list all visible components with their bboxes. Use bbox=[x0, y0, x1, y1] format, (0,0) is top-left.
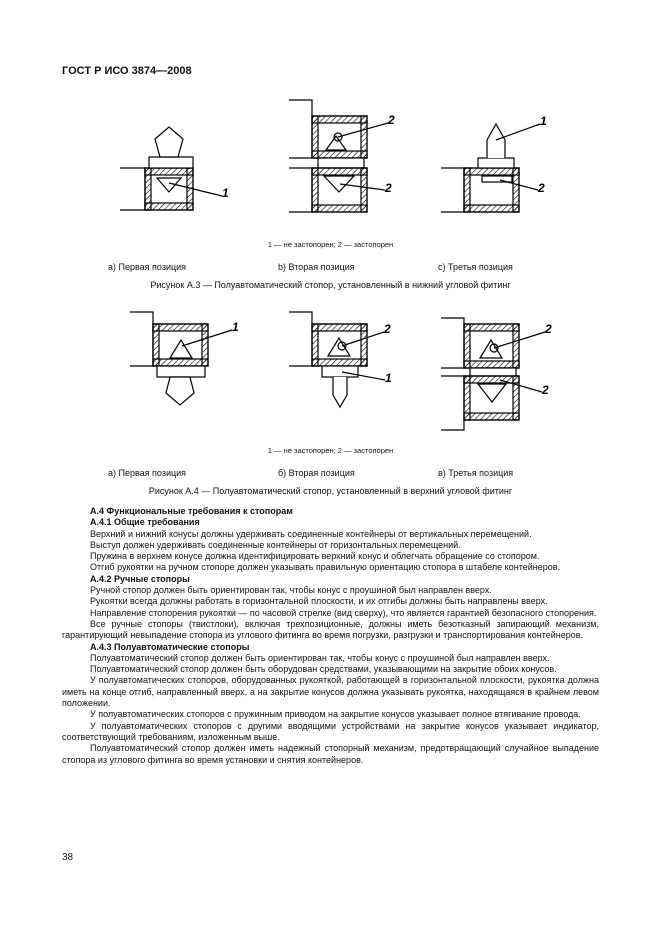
paragraph: Полуавтоматический стопор должен быть ор… bbox=[90, 652, 550, 663]
section-heading: А.4 Функциональные требования к стопорам bbox=[90, 506, 293, 516]
callout: 1 bbox=[222, 186, 229, 200]
callout: 2 bbox=[537, 181, 545, 195]
callout: 2 bbox=[541, 383, 549, 397]
figure-a3-legend: 1 — не застопорен; 2 — застопорен bbox=[267, 240, 394, 249]
figure-a4-caption-b: б) Вторая позиция bbox=[278, 468, 355, 478]
section-heading: А.4.3 Полуавтоматические стопоры bbox=[90, 641, 250, 652]
paragraph: У полуавтоматических стопоров с другими … bbox=[62, 720, 599, 742]
figure-a3-caption-a: а) Первая позиция bbox=[108, 262, 187, 272]
figure-a3-title: Рисунок А.3 — Полуавтоматический стопор,… bbox=[150, 280, 511, 290]
paragraph: Пружина в верхнем конусе должна идентифи… bbox=[90, 551, 540, 562]
body-text: А.4 Функциональные требования к стопорам… bbox=[62, 506, 599, 766]
paragraph: Направление стопорения рукоятки — по час… bbox=[90, 607, 597, 618]
paragraph: Рукоятки всегда должны работать в горизо… bbox=[90, 596, 548, 607]
paragraph: Все ручные стопоры (твистлоки), включая … bbox=[62, 618, 599, 641]
paragraph: Полуавтоматический стопор должен иметь н… bbox=[62, 743, 599, 765]
paragraph: У полуавтоматических стопоров с пружинны… bbox=[90, 709, 581, 720]
paragraph: Полуавтоматический стопор должен быть об… bbox=[90, 664, 557, 675]
figure-a3-caption-c: с) Третья позиция bbox=[438, 262, 513, 272]
paragraph: Верхний и нижний конусы должны удерживат… bbox=[90, 528, 532, 539]
section-heading: А.4.2 Ручные стопоры bbox=[90, 573, 190, 584]
paragraph: Выступ должен удерживать соединенные кон… bbox=[90, 539, 461, 550]
callout: 1 bbox=[232, 320, 239, 334]
callout: 1 bbox=[385, 371, 392, 385]
figure-a4-legend: 1 — не застопорен; 2 — застопорен bbox=[267, 446, 394, 455]
document-header: ГОСТ Р ИСО 3874—2008 bbox=[62, 65, 192, 77]
figure-a4-title: Рисунок А.4 — Полуавтоматический стопор,… bbox=[148, 486, 513, 496]
callout: 2 bbox=[384, 181, 392, 195]
section-heading: А.4.1 Общие требования bbox=[90, 517, 200, 528]
paragraph: Ручной стопор должен быть ориентирован т… bbox=[90, 585, 492, 596]
callout: 2 bbox=[383, 322, 391, 336]
callout: 1 bbox=[540, 114, 547, 128]
page-number: 38 bbox=[62, 852, 74, 863]
figure-a3-caption-b: b) Вторая позиция bbox=[278, 262, 355, 272]
figure-a4-drawing: 1 2 1 2 2 bbox=[130, 311, 552, 431]
paragraph: У полуавтоматических стопоров, оборудова… bbox=[62, 675, 599, 709]
figure-a4-caption-c: в) Третья позиция bbox=[438, 468, 514, 478]
figure-a3-drawing: 1 2 2 1 2 bbox=[120, 99, 547, 213]
paragraph: Отгиб рукоятки на ручном стопоре должен … bbox=[90, 562, 561, 573]
figure-a4-caption-a: а) Первая позиция bbox=[108, 468, 187, 478]
callout: 2 bbox=[387, 113, 395, 127]
callout: 2 bbox=[544, 322, 552, 336]
